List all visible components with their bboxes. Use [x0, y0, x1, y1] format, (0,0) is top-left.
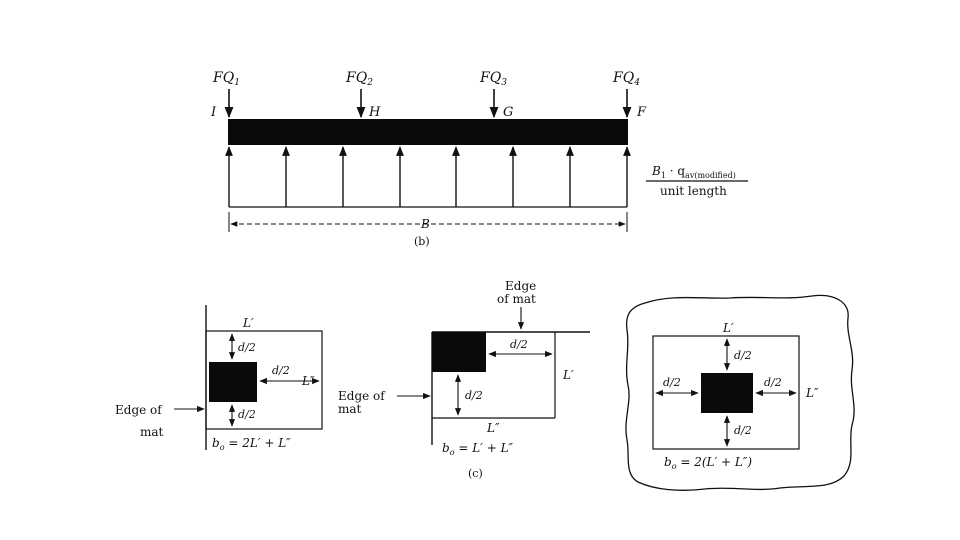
load-label-1: FQ1 [212, 70, 240, 88]
figure-b: FQ1 FQ2 FQ3 FQ4 I H G F B1 · qav(modifie [210, 70, 748, 248]
d-half-label-right: d/2 [510, 338, 528, 351]
pressure-label-top: B1 · qav(modified) [651, 164, 736, 180]
edge-of-mat-top-line2: of mat [497, 292, 536, 306]
column-block [701, 373, 753, 413]
d-half-label-top: d/2 [238, 341, 256, 354]
point-label-h: H [368, 105, 381, 120]
perimeter-length-l1: L′ [242, 316, 254, 330]
perimeter-formula-middle: bo = L′ + L″ [442, 441, 514, 457]
perimeter-formula-right: bo = 2(L′ + L″) [664, 455, 752, 471]
load-label-2: FQ2 [345, 70, 373, 88]
edge-of-mat-top-line1: Edge [505, 279, 536, 293]
d-half-label-bottom: d/2 [238, 408, 256, 421]
span-label: B [420, 217, 430, 231]
column-block [209, 362, 257, 402]
figure-b-caption: (b) [414, 235, 430, 248]
point-label-g: G [503, 105, 513, 120]
d-half-label-right: d/2 [764, 376, 782, 389]
load-label-3: FQ3 [479, 70, 507, 88]
d-half-label-top: d/2 [734, 349, 752, 362]
d-half-label-down: d/2 [465, 389, 483, 402]
point-label-i: I [210, 105, 217, 120]
edge-of-mat-left-line1: Edge of [338, 389, 386, 403]
d-half-label-bottom: d/2 [734, 424, 752, 437]
column-block [432, 332, 486, 372]
figure-c-interior-column: L′ L″ d/2 d/2 d/2 d/2 bo = 2(L′ + L″) [625, 294, 855, 491]
perimeter-length-l1: L′ [722, 321, 734, 335]
figure-c-caption: (c) [468, 467, 483, 480]
figure-c-edge-column: L′ L″ d/2 d/2 d/2 Edge of mat bo = 2L′ +… [115, 305, 323, 452]
figure-c-corner-column: Edge of mat d/2 d/2 L′ L″ Edge of mat bo… [338, 279, 590, 480]
load-label-4: FQ4 [612, 70, 640, 88]
perimeter-formula-left: bo = 2L′ + L″ [212, 436, 291, 452]
perimeter-length-l2: L″ [805, 386, 819, 400]
critical-perimeter [652, 335, 800, 450]
d-half-label-left: d/2 [663, 376, 681, 389]
edge-of-mat-left-line2: mat [338, 402, 362, 416]
d-half-label-right: d/2 [272, 364, 290, 377]
point-label-f: F [636, 105, 647, 120]
mat-boundary-cloud [625, 294, 855, 491]
edge-of-mat-label-line2: mat [140, 425, 164, 439]
edge-of-mat-label-line1: Edge of [115, 403, 163, 417]
perimeter-length-l2: L″ [486, 421, 500, 435]
pressure-label-bottom: unit length [660, 184, 727, 198]
soil-pressure-arrows [225, 146, 631, 208]
perimeter-length-l1: L′ [562, 368, 574, 382]
critical-perimeter [205, 330, 323, 430]
mat-strip-beam [228, 119, 628, 145]
